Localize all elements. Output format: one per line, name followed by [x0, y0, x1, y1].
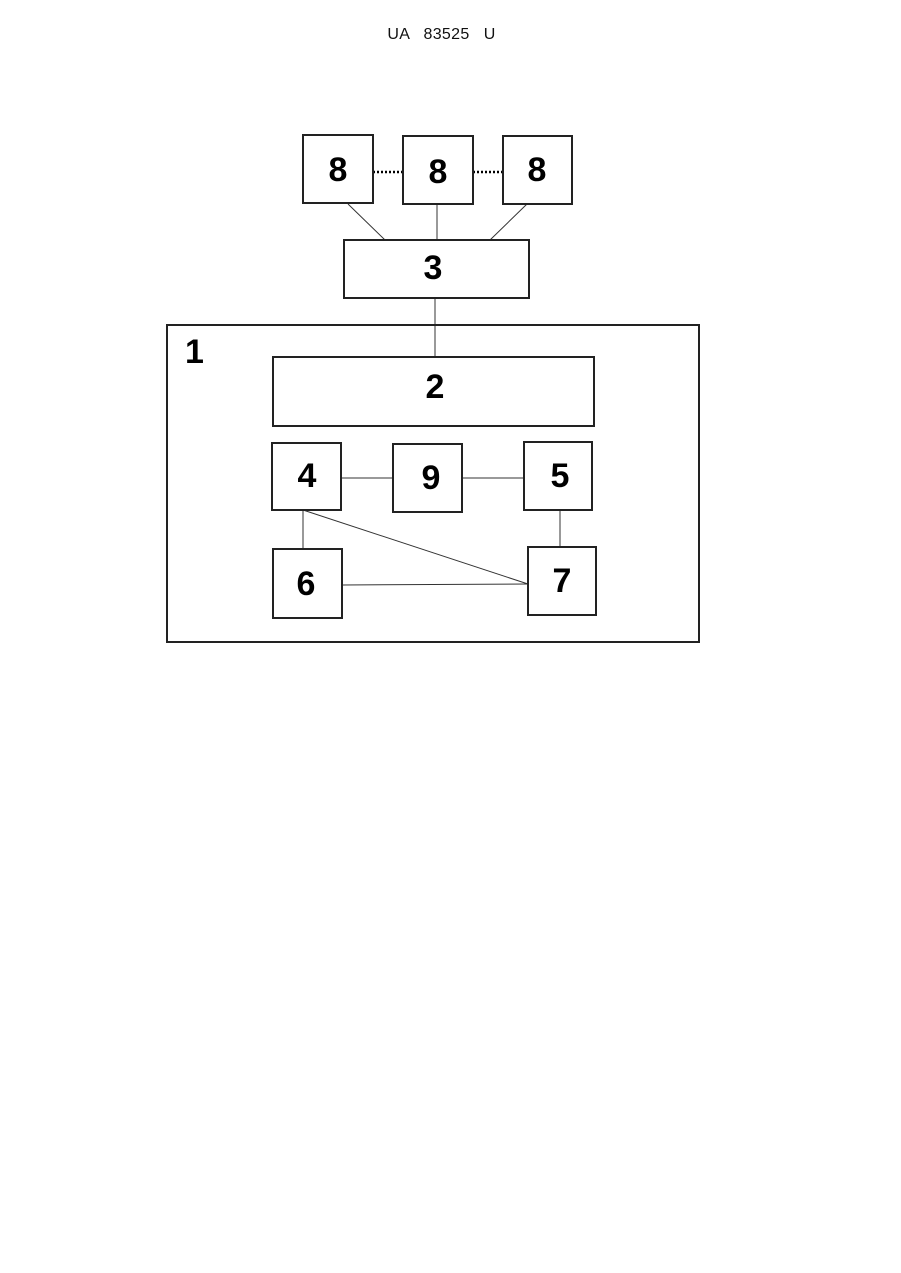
- connector-8a-3: [348, 204, 385, 240]
- block-4-label: 4: [298, 457, 317, 495]
- block-9-label: 9: [422, 459, 441, 497]
- block-6-label: 6: [297, 565, 316, 603]
- block-8b-label: 8: [429, 153, 448, 191]
- block-2-label: 2: [426, 368, 445, 406]
- container-label-1: 1: [185, 333, 204, 371]
- block-3-label: 3: [424, 249, 443, 287]
- block-8a-label: 8: [329, 151, 348, 189]
- block-8c-label: 8: [528, 151, 547, 189]
- connector-6-7: [342, 584, 528, 585]
- connector-8c-3: [490, 204, 527, 240]
- block-5-label: 5: [551, 457, 570, 495]
- block-7-label: 7: [553, 562, 572, 600]
